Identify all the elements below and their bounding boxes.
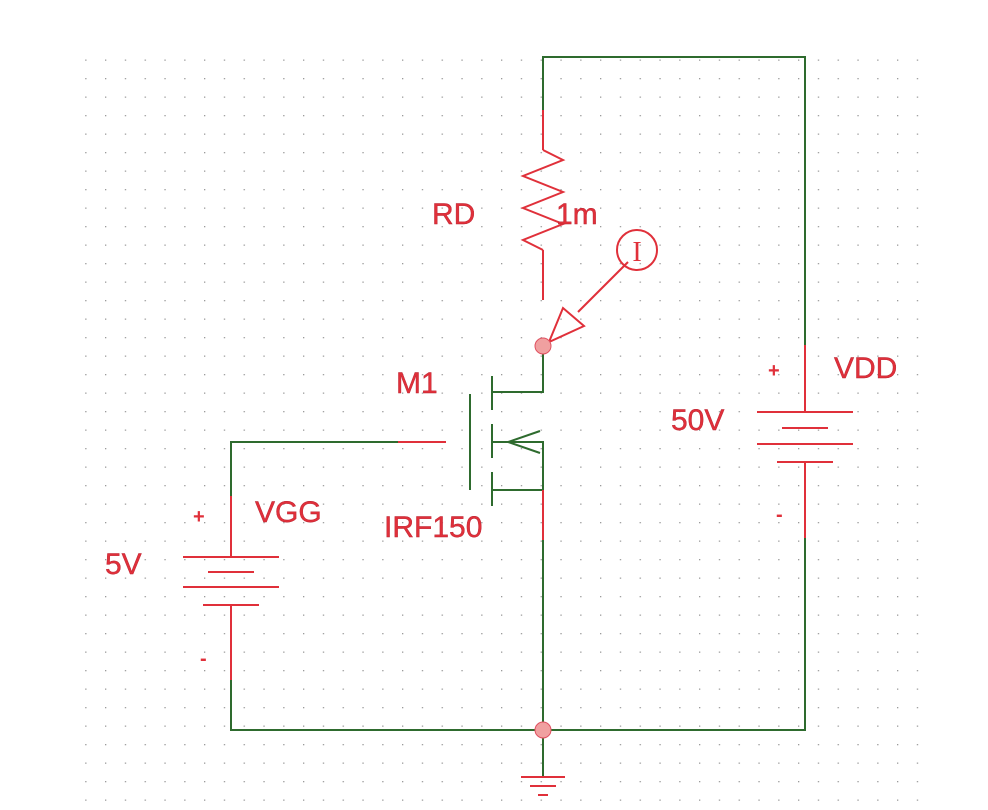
ground-icon[interactable]: [521, 776, 565, 796]
junction-node-drain[interactable]: [534, 337, 552, 355]
probe-symbol: I: [632, 237, 641, 268]
vgg-value: 5V: [105, 548, 142, 581]
rd-value: 1m: [556, 198, 598, 231]
vdd-minus: -: [776, 504, 783, 526]
resistor-rd[interactable]: RD 1m: [432, 110, 598, 300]
battery-vgg[interactable]: + - VGG 5V: [105, 496, 322, 680]
probe-arrow-icon: [547, 306, 586, 344]
vgg-minus: -: [200, 648, 207, 670]
resistor-zigzag: [520, 149, 566, 251]
wire-gate[interactable]: [230, 441, 399, 497]
probe-circle-icon: [616, 229, 658, 271]
wire-top[interactable]: [542, 56, 806, 346]
wire-vdd-bottom[interactable]: [542, 537, 806, 731]
junction-node-ground[interactable]: [534, 721, 552, 739]
battery-vdd[interactable]: + - VDD 50V: [671, 345, 898, 538]
mosfet-arrow-icon: [504, 430, 541, 454]
vdd-label: VDD: [834, 352, 897, 385]
vgg-label: VGG: [255, 496, 322, 529]
vgg-plus: +: [193, 506, 205, 528]
m1-label: M1: [396, 367, 438, 400]
wire-bottom-left[interactable]: [230, 679, 544, 731]
m1-model: IRF150: [384, 511, 482, 544]
vdd-plus: +: [768, 360, 780, 382]
mosfet-m1[interactable]: M1 IRF150: [384, 367, 544, 544]
wire-source[interactable]: [491, 441, 544, 491]
current-probe[interactable]: I: [547, 229, 658, 344]
wire-drain[interactable]: [491, 345, 544, 393]
vdd-value: 50V: [671, 404, 724, 437]
rd-label: RD: [432, 198, 475, 231]
